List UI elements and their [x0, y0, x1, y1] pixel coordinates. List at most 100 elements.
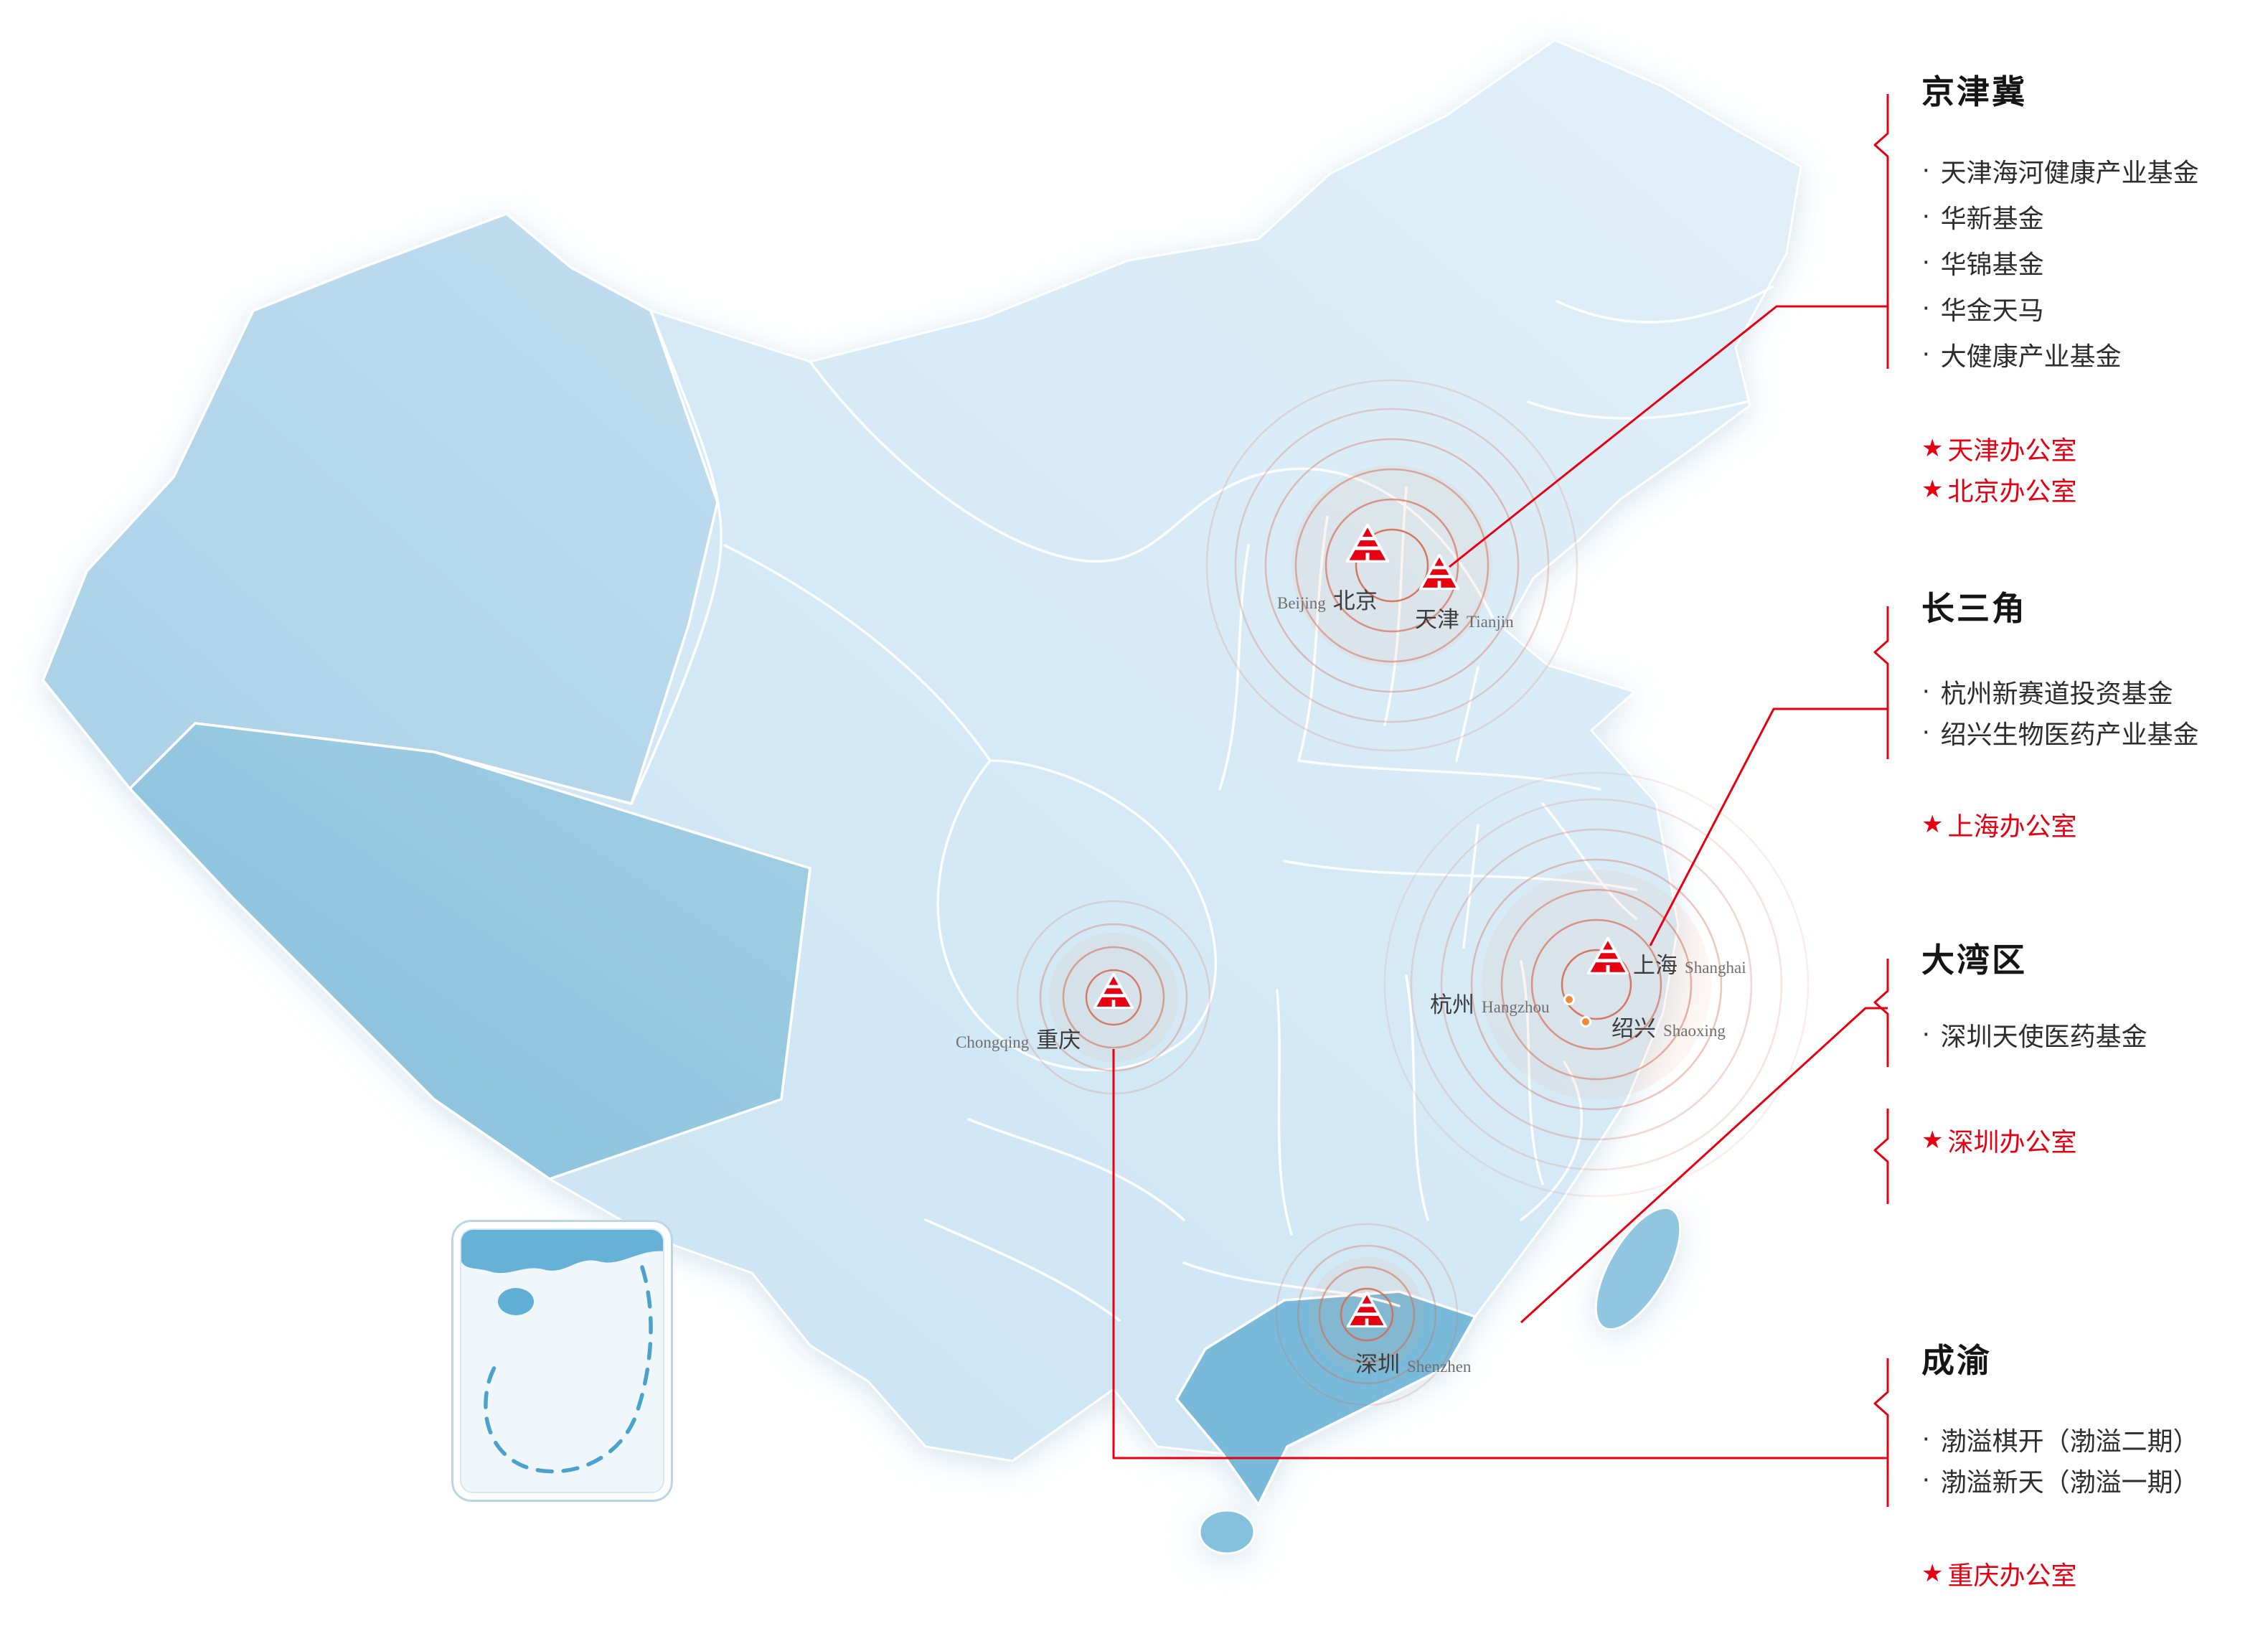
city-name-en: Shanghai [1685, 959, 1746, 977]
section-line-yangtze-delta [1873, 606, 1889, 759]
region-title: 大湾区 [1921, 941, 2027, 979]
region-title: 京津冀 [1921, 73, 2027, 111]
bullet-icon: · [1921, 200, 1931, 230]
fund-item: · 绍兴生物医药产业基金 [1921, 712, 2262, 753]
office-item: ★深圳办公室 [1921, 1119, 2262, 1160]
connector-chengyu [1112, 1049, 1888, 1459]
fund-item: · 大健康产业基金 [1921, 332, 2262, 377]
city-marker-hangzhou: 杭州 Hangzhou [1430, 992, 1575, 1017]
fund-name: 华新基金 [1940, 204, 2044, 233]
city-label: Chongqing 重庆 [956, 1022, 1081, 1054]
bullet-icon: · [1921, 1017, 1931, 1048]
office-item: ★天津办公室 [1921, 428, 2262, 469]
fund-name: 杭州新赛道投资基金 [1940, 678, 2173, 708]
fund-list: ·渤溢棋开（渤溢二期） · 渤溢新天（渤溢一期） [1921, 1419, 2262, 1500]
city-marker-shaoxing: 绍兴 Shaoxing [1580, 1016, 1726, 1041]
connector-jingjinji [1449, 305, 1888, 568]
inset-mainland-coast [461, 1230, 663, 1274]
office-name: 深圳办公室 [1947, 1127, 2077, 1157]
island-taiwan [1594, 1206, 1682, 1331]
city-marker-tianjin: 天津 Tianjin [1415, 554, 1514, 632]
office-list: ★深圳办公室 [1921, 1119, 2262, 1160]
city-marker-beijing: Beijing 北京 [1277, 524, 1389, 614]
star-icon: ★ [1921, 1559, 1944, 1587]
city-name-en: Hangzhou [1482, 998, 1550, 1016]
office-name: 天津办公室 [1947, 435, 2077, 465]
company-logo-icon [1419, 554, 1459, 590]
fund-name: 渤溢棋开（渤溢二期） [1940, 1426, 2199, 1456]
fund-item: ·天津海河健康产业基金 [1921, 148, 2262, 194]
bullet-icon: · [1921, 292, 1931, 322]
fund-name: 天津海河健康产业基金 [1940, 158, 2199, 187]
office-item: ★北京办公室 [1921, 469, 2262, 509]
fund-item: · 杭州新赛道投资基金 [1921, 671, 2262, 712]
office-list: ★天津办公室 ★北京办公室 [1921, 428, 2262, 509]
section-line-bay-area-funds [1873, 959, 1889, 1067]
section-line-jingjinji [1873, 94, 1889, 369]
fund-name: 深圳天使医药基金 [1940, 1021, 2147, 1051]
office-list: ★重庆办公室 [1921, 1553, 2262, 1594]
bullet-icon: · [1921, 246, 1931, 276]
city-label: 深圳 Shenzhen [1355, 1346, 1471, 1378]
region-section-yangtze-delta: 长三角 · 杭州新赛道投资基金 · 绍兴生物医药产业基金 ★上海办公室 [1921, 588, 2262, 845]
city-dot-icon [1563, 994, 1575, 1005]
fund-name: 渤溢新天（渤溢一期） [1940, 1467, 2199, 1497]
fund-list: · 深圳天使医药基金 [1921, 1014, 2262, 1055]
star-icon: ★ [1921, 475, 1944, 503]
fund-name: 华金天马 [1940, 296, 2044, 325]
province-tibet [128, 722, 811, 1180]
region-title: 成渝 [1921, 1342, 1992, 1379]
south-china-sea-map [461, 1230, 663, 1474]
city-name-en: Shaoxing [1663, 1022, 1726, 1040]
south-china-sea-inset-inner [460, 1228, 664, 1493]
fund-name: 绍兴生物医药产业基金 [1940, 719, 2199, 749]
company-logo-icon [1347, 1292, 1387, 1327]
office-item: ★上海办公室 [1921, 804, 2262, 845]
fund-item: · 深圳天使医药基金 [1921, 1014, 2262, 1055]
star-icon: ★ [1921, 810, 1944, 838]
mainland-china-shape [42, 39, 1802, 1555]
region-section-bay-area: 大湾区 · 深圳天使医药基金 ★深圳办公室 [1921, 940, 2262, 1160]
city-label: 绍兴 Shaoxing [1611, 1010, 1726, 1043]
city-marker-chongqing: Chongqing 重庆 [956, 973, 1134, 1053]
bullet-icon: · [1921, 1463, 1931, 1494]
office-name: 北京办公室 [1947, 476, 2077, 506]
company-logo-icon [1346, 524, 1389, 563]
ripple-yangtze-delta [1383, 771, 1810, 1198]
connector-yangtze-delta [1649, 707, 1888, 946]
section-line-bay-area-office [1873, 1109, 1889, 1204]
city-name-en: Beijing [1277, 594, 1326, 612]
office-name: 重庆办公室 [1947, 1560, 2077, 1590]
company-logo-icon [1093, 973, 1134, 1009]
region-section-chengyu: 成渝 ·渤溢棋开（渤溢二期） · 渤溢新天（渤溢一期） ★重庆办公室 [1921, 1340, 2262, 1594]
bullet-icon: · [1921, 715, 1931, 746]
fund-name: 华锦基金 [1940, 250, 2044, 279]
inset-hainan-island [498, 1288, 534, 1315]
fund-item: · 华金天马 [1921, 286, 2262, 332]
bullet-icon: · [1921, 674, 1931, 705]
city-name-zh: 天津 [1415, 607, 1459, 632]
nine-dash-line [484, 1265, 653, 1474]
province-guangdong [1175, 1290, 1477, 1506]
office-name: 上海办公室 [1947, 811, 2077, 841]
fund-item: ·渤溢棋开（渤溢二期） [1921, 1419, 2262, 1459]
city-name-zh: 上海 [1633, 953, 1678, 978]
city-label: 杭州 Hangzhou [1430, 987, 1550, 1019]
south-china-sea-inset [451, 1220, 673, 1502]
bullet-icon: · [1921, 338, 1931, 368]
fund-list: ·天津海河健康产业基金 · 华新基金 · 华锦基金 · 华金天马 · 大健康产业基金 [1921, 148, 2262, 377]
region-section-jingjinji: 京津冀 ·天津海河健康产业基金 · 华新基金 · 华锦基金 · 华金天马 · 大健康产业… [1921, 72, 2262, 509]
fund-item: · 渤溢新天（渤溢一期） [1921, 1459, 2262, 1500]
office-list: ★上海办公室 [1921, 804, 2262, 845]
island-hainan [1198, 1509, 1256, 1555]
city-name-zh: 杭州 [1430, 992, 1474, 1017]
fund-name: 大健康产业基金 [1940, 342, 2122, 371]
city-label: 天津 Tianjin [1415, 601, 1514, 634]
region-title: 长三角 [1921, 590, 2027, 627]
city-label: 上海 Shanghai [1633, 947, 1746, 979]
city-name-zh: 深圳 [1355, 1352, 1400, 1377]
star-icon: ★ [1921, 434, 1944, 462]
fund-list: · 杭州新赛道投资基金 · 绍兴生物医药产业基金 [1921, 671, 2262, 753]
